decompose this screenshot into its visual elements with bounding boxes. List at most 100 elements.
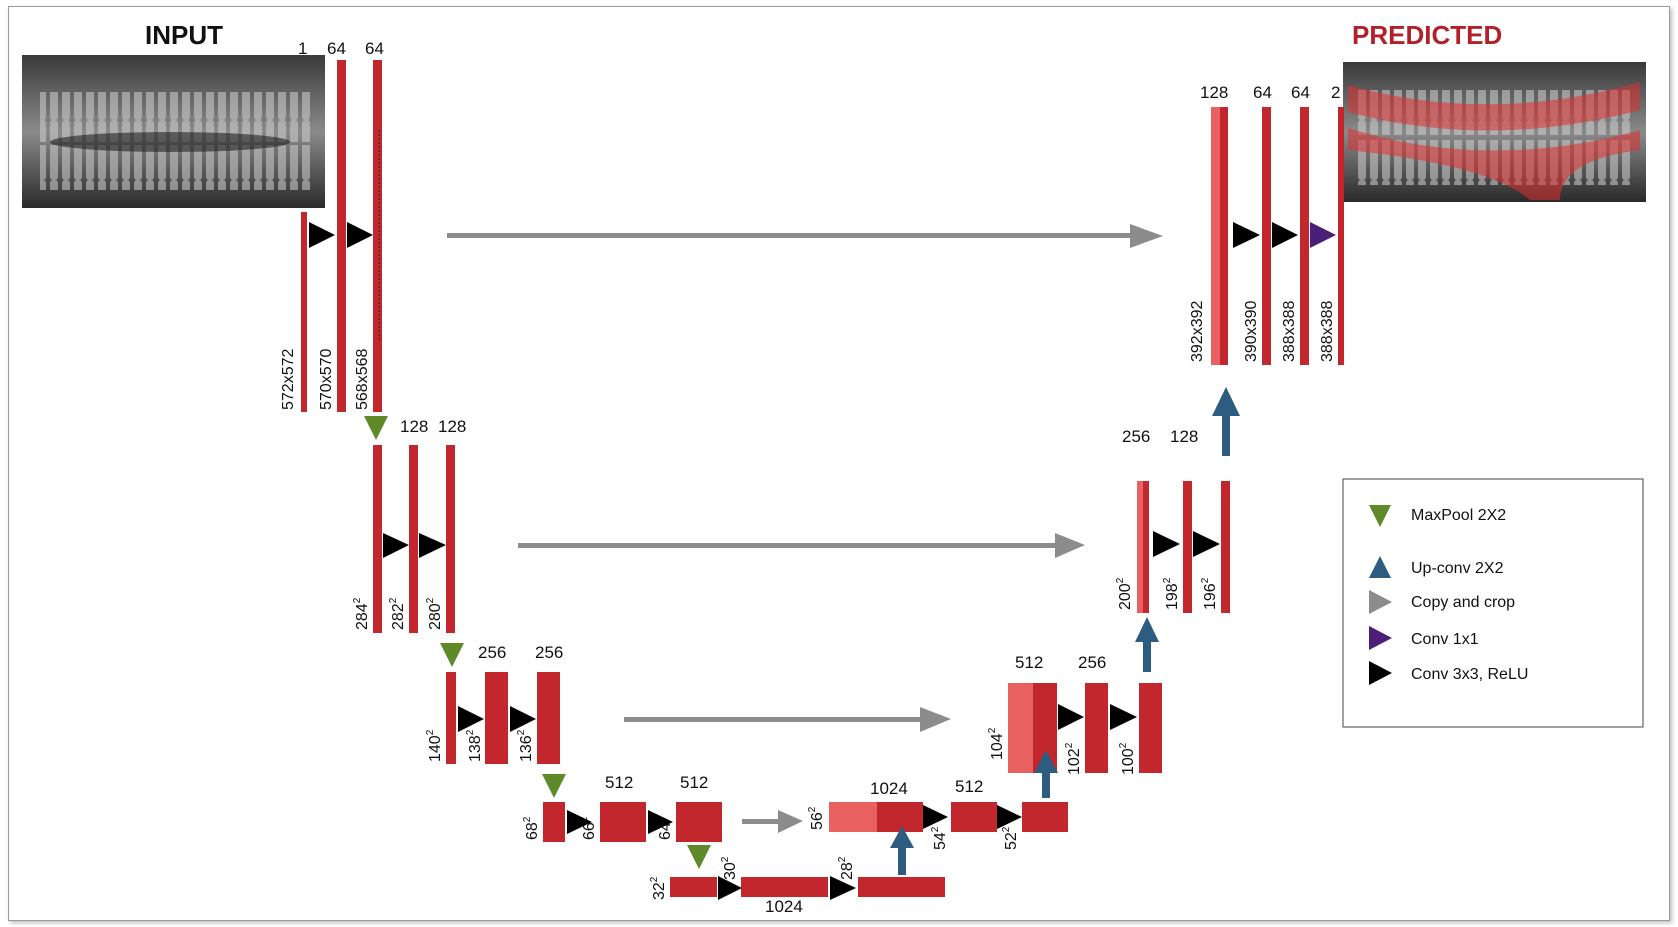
channel-label: 256 xyxy=(1122,427,1150,446)
conv1x1-arrow-icon xyxy=(1310,222,1336,248)
dimension-superscript: 2 xyxy=(1200,577,1211,583)
encoder-level-2: 128 128 2842 2822 2802 xyxy=(352,416,466,633)
maxpool-arrow-icon xyxy=(364,416,388,440)
panoramic-xray-segmented-icon xyxy=(1343,62,1646,202)
channel-label: 512 xyxy=(955,777,983,796)
skip-connections xyxy=(447,224,1163,833)
bottleneck-level: 1024 1024 322 302 282 xyxy=(649,779,945,916)
channel-label: 512 xyxy=(1015,653,1043,672)
channel-label: 1 xyxy=(298,39,307,58)
feature-map-block-copied xyxy=(1137,481,1143,613)
copy-crop-line xyxy=(447,233,1137,238)
channel-label: 2 xyxy=(1331,83,1340,102)
feature-map-block xyxy=(1220,107,1228,365)
conv3x3-arrow-icon xyxy=(1110,704,1137,730)
channel-label: 256 xyxy=(535,643,563,662)
dimension-superscript: 2 xyxy=(1162,577,1173,583)
dimension-label: 1002 xyxy=(1118,742,1137,775)
dimension-label: 522 xyxy=(1001,826,1020,850)
dimension-label: 302 xyxy=(720,856,739,880)
conv3x3-arrow-icon xyxy=(1153,531,1180,557)
feature-map-block xyxy=(670,877,717,897)
feature-map-block xyxy=(600,802,646,842)
dimension-label: 2822 xyxy=(388,597,407,630)
feature-map-block xyxy=(741,877,828,897)
predicted-title: PREDICTED xyxy=(1352,20,1502,50)
dimension-label: 2842 xyxy=(352,597,371,630)
copy-crop-triangle-icon xyxy=(1369,590,1392,614)
conv3x3-arrow-icon xyxy=(458,706,484,732)
legend-label: Up-conv 2X2 xyxy=(1411,560,1504,577)
feature-map-block xyxy=(301,212,307,412)
dimension-label: 282 xyxy=(837,856,856,880)
legend-label: Conv 3x3, ReLU xyxy=(1411,666,1528,683)
legend: MaxPool 2X2 Up-conv 2X2 Copy and crop Co… xyxy=(1342,478,1644,728)
feature-map-block xyxy=(1262,107,1271,365)
dimension-superscript: 2 xyxy=(720,856,731,862)
dimension-label: 390x390 xyxy=(1243,301,1260,362)
dimension-superscript: 2 xyxy=(352,597,363,603)
feature-map-block xyxy=(1085,683,1108,773)
dimension-label: 562 xyxy=(807,806,826,830)
feature-map-block xyxy=(1022,802,1068,832)
channel-label: 128 xyxy=(1200,83,1228,102)
dimension-superscript: 2 xyxy=(1001,826,1012,832)
channel-label: 512 xyxy=(605,773,633,792)
conv3x3-arrow-icon xyxy=(718,876,742,900)
dimension-label: 388x388 xyxy=(1281,301,1298,362)
dimension-label: 388x388 xyxy=(1319,301,1336,362)
feature-map-block-copied xyxy=(1008,683,1033,773)
panoramic-xray-icon xyxy=(22,55,325,208)
feature-map-block xyxy=(676,802,722,842)
channel-label: 1024 xyxy=(870,779,908,798)
feature-map-block xyxy=(951,802,997,832)
upconv-triangle-icon xyxy=(1369,556,1391,578)
dimension-label: 570x570 xyxy=(318,349,335,410)
conv3x3-arrow-icon xyxy=(923,805,948,829)
channel-label: 64 xyxy=(1253,83,1272,102)
conv3x3-arrow-icon xyxy=(347,222,373,248)
dimension-label: 542 xyxy=(930,826,949,850)
dimension-superscript: 2 xyxy=(837,856,848,862)
dimension-superscript: 2 xyxy=(807,806,818,812)
dimension-label: 392x392 xyxy=(1189,301,1206,362)
upconv-arrow-icon xyxy=(890,826,914,848)
decoder-level-2: 256 128 2002 1982 1962 xyxy=(1115,427,1230,672)
conv3x3-arrow-icon xyxy=(1233,222,1260,248)
legend-label: Conv 1x1 xyxy=(1411,631,1479,648)
channel-label: 256 xyxy=(478,643,506,662)
dimension-label: 2002 xyxy=(1115,577,1134,610)
conv1x1-triangle-icon xyxy=(1369,626,1392,650)
dimension-label: 1982 xyxy=(1162,577,1181,610)
conv3x3-triangle-icon xyxy=(1369,661,1392,685)
channel-label: 1024 xyxy=(765,897,803,916)
feature-map-block-copied xyxy=(829,802,877,832)
channel-label: 128 xyxy=(400,417,428,436)
maxpool-arrow-icon xyxy=(542,774,566,798)
dimension-label: 1962 xyxy=(1200,577,1219,610)
copy-crop-arrow-icon xyxy=(1130,224,1163,248)
feature-map-block xyxy=(446,445,455,633)
conv3x3-arrow-icon xyxy=(510,706,536,732)
copy-crop-arrow-icon xyxy=(920,707,951,732)
channel-label: 512 xyxy=(680,773,708,792)
upconv-arrow-icon xyxy=(1135,617,1159,642)
copy-crop-arrow-icon xyxy=(778,810,803,833)
dimension-superscript: 2 xyxy=(465,729,476,735)
decoder-level-1: 128 64 64 2 392x392 390x390 388x388 388x… xyxy=(1189,83,1344,456)
dimension-superscript: 2 xyxy=(425,597,436,603)
dimension-superscript: 2 xyxy=(522,816,533,822)
dimension-label: 1382 xyxy=(465,729,484,762)
copy-crop-arrow-icon xyxy=(1055,533,1085,558)
conv3x3-arrow-icon xyxy=(309,222,335,248)
feature-map-block-copied xyxy=(1211,107,1220,365)
encoder-level-4: 512 512 682 662 642 xyxy=(522,773,722,842)
feature-map-block xyxy=(337,60,346,412)
legend-label: MaxPool 2X2 xyxy=(1411,507,1506,524)
feature-map-block xyxy=(446,672,456,764)
dimension-superscript: 2 xyxy=(987,727,998,733)
dimension-superscript: 2 xyxy=(649,876,660,882)
dimension-superscript: 2 xyxy=(388,597,399,603)
feature-map-block xyxy=(1221,481,1230,613)
